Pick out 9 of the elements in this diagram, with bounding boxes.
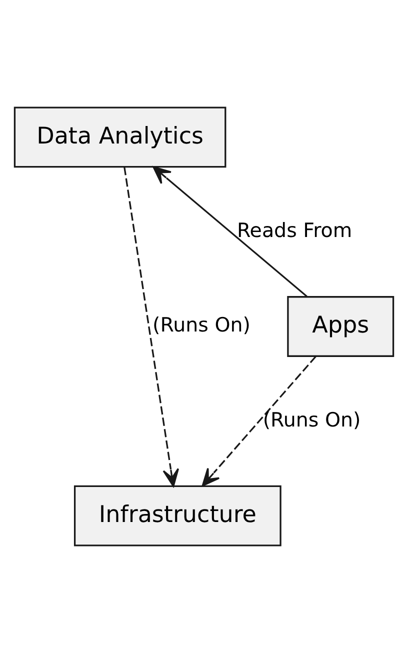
arrow xyxy=(202,356,316,486)
edge-label: Reads From xyxy=(236,218,352,242)
node-box: Apps xyxy=(287,296,394,357)
node-box: Infrastructure xyxy=(74,485,282,546)
edge-label: (Runs On) xyxy=(152,314,250,337)
edge-label: (Runs On) xyxy=(262,408,361,432)
arrow xyxy=(152,166,308,297)
node-box: Data Analytics xyxy=(14,106,226,168)
arrow xyxy=(124,166,180,487)
